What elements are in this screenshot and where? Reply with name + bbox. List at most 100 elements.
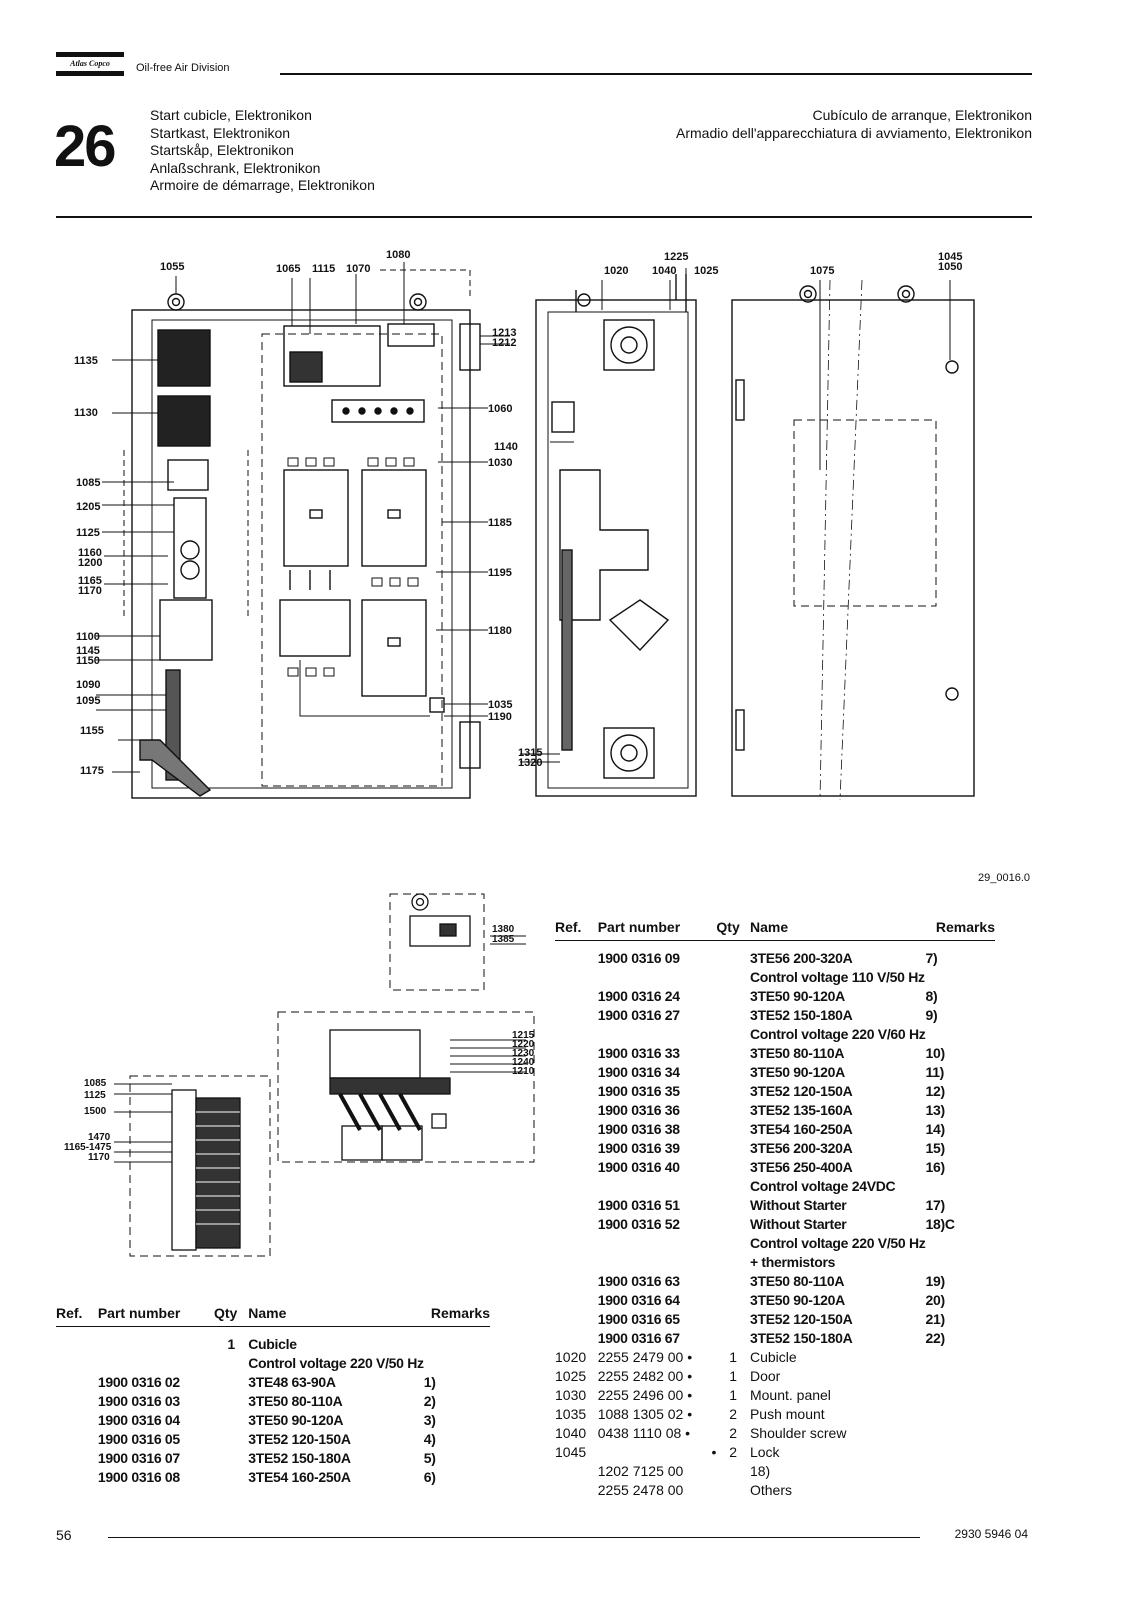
svg-text:1230: 1230	[512, 1048, 535, 1059]
col-part-number: Part number	[97, 1304, 214, 1327]
cell-ref	[555, 1044, 598, 1063]
cell-name: + thermistors	[749, 1254, 836, 1270]
svg-text:1500: 1500	[84, 1106, 107, 1117]
cell-part: 1900 0316 35	[597, 1083, 680, 1099]
cell-part: 1900 0316 24	[597, 988, 680, 1004]
cell-part: 1900 0316 03	[97, 1393, 180, 1409]
cell-ref	[555, 1063, 598, 1082]
cell-qty	[214, 1430, 248, 1449]
cell-ref	[555, 1215, 598, 1234]
cell-qty	[214, 1449, 248, 1468]
title-sv: Startskåp, Elektronikon	[150, 142, 294, 158]
svg-text:1100: 1100	[76, 631, 100, 643]
svg-text:1085: 1085	[76, 477, 100, 489]
cell-part: 1202 7125 00	[597, 1463, 684, 1479]
cell-qty	[214, 1468, 248, 1487]
cell-part	[598, 968, 717, 987]
table-row: Control voltage 220 V/50 Hz	[56, 1354, 490, 1373]
cell-ref	[555, 987, 598, 1006]
cell-ref: 1025	[555, 1368, 587, 1384]
svg-text:1025: 1025	[694, 265, 718, 277]
svg-text:1070: 1070	[346, 263, 370, 275]
cell-name: Cubicle	[248, 1336, 297, 1352]
footer-rule	[108, 1537, 920, 1538]
title-es: Cubículo de arranque, Elektronikon	[812, 107, 1032, 123]
cell-ref	[555, 1234, 598, 1253]
cell-part: 1900 0316 27	[597, 1007, 680, 1023]
svg-text:1065: 1065	[276, 263, 300, 275]
cell-remarks: 13)	[925, 1102, 945, 1118]
svg-text:1095: 1095	[76, 695, 100, 707]
cell-ref	[555, 1253, 598, 1272]
cell-ref	[555, 1101, 598, 1120]
cell-qty	[716, 1329, 750, 1348]
cell-qty	[716, 941, 750, 969]
cell-ref	[56, 1430, 98, 1449]
cell-name: 18)	[749, 1463, 771, 1479]
cell-remarks: 3)	[423, 1412, 436, 1428]
svg-text:1165: 1165	[78, 575, 102, 587]
svg-text:1170: 1170	[78, 585, 102, 597]
cell-part: 1900 0316 65	[597, 1311, 680, 1327]
cell-remarks	[925, 968, 995, 987]
cell-remarks: 6)	[423, 1469, 436, 1485]
cell-part: 1900 0316 63	[597, 1273, 680, 1289]
cell-remarks	[925, 1367, 995, 1386]
cell-part: 1900 0316 67	[597, 1330, 680, 1346]
svg-text:1190: 1190	[488, 711, 512, 723]
cell-qty	[214, 1354, 248, 1373]
cell-qty	[214, 1411, 248, 1430]
svg-text:1090: 1090	[76, 679, 100, 691]
cell-ref	[56, 1354, 98, 1373]
cell-remarks: 21)	[925, 1311, 945, 1327]
svg-text:1035: 1035	[488, 699, 512, 711]
title-en: Start cubicle, Elektronikon	[150, 107, 312, 123]
cell-part	[598, 1253, 717, 1272]
table-row: + thermistors	[555, 1253, 995, 1272]
cell-name: Shoulder screw	[749, 1425, 847, 1441]
cell-remarks: 11)	[925, 1064, 945, 1080]
svg-text:1085: 1085	[84, 1078, 107, 1089]
cell-remarks: 4)	[423, 1431, 436, 1447]
table-row: Control voltage 24VDC	[555, 1177, 995, 1196]
cell-ref	[555, 1025, 598, 1044]
cell-name: 3TE50 90-120A	[749, 988, 845, 1004]
cell-remarks	[925, 1462, 995, 1481]
cell-remarks	[925, 1348, 995, 1367]
page-number: 56	[56, 1527, 72, 1543]
cell-qty	[716, 1253, 750, 1272]
cell-ref: 1020	[555, 1349, 587, 1365]
title-rule	[56, 216, 1032, 218]
cell-remarks: 12)	[925, 1083, 945, 1099]
cell-remarks	[925, 1481, 995, 1500]
cell-name: 3TE50 90-120A	[749, 1292, 845, 1308]
cell-part: 1900 0316 39	[597, 1140, 680, 1156]
cell-part: 1900 0316 64	[597, 1292, 680, 1308]
cell-ref	[555, 1120, 598, 1139]
svg-text:1030: 1030	[488, 457, 512, 469]
cell-qty	[716, 1481, 750, 1500]
cell-name: Door	[749, 1368, 781, 1384]
cell-qty	[716, 1158, 750, 1177]
cell-part	[98, 1327, 214, 1355]
cell-ref	[56, 1411, 98, 1430]
table-row: 1202 7125 00 18)	[555, 1462, 995, 1481]
cell-qty	[716, 1177, 750, 1196]
cell-qty: 1	[729, 1387, 738, 1403]
cell-qty	[716, 1101, 750, 1120]
